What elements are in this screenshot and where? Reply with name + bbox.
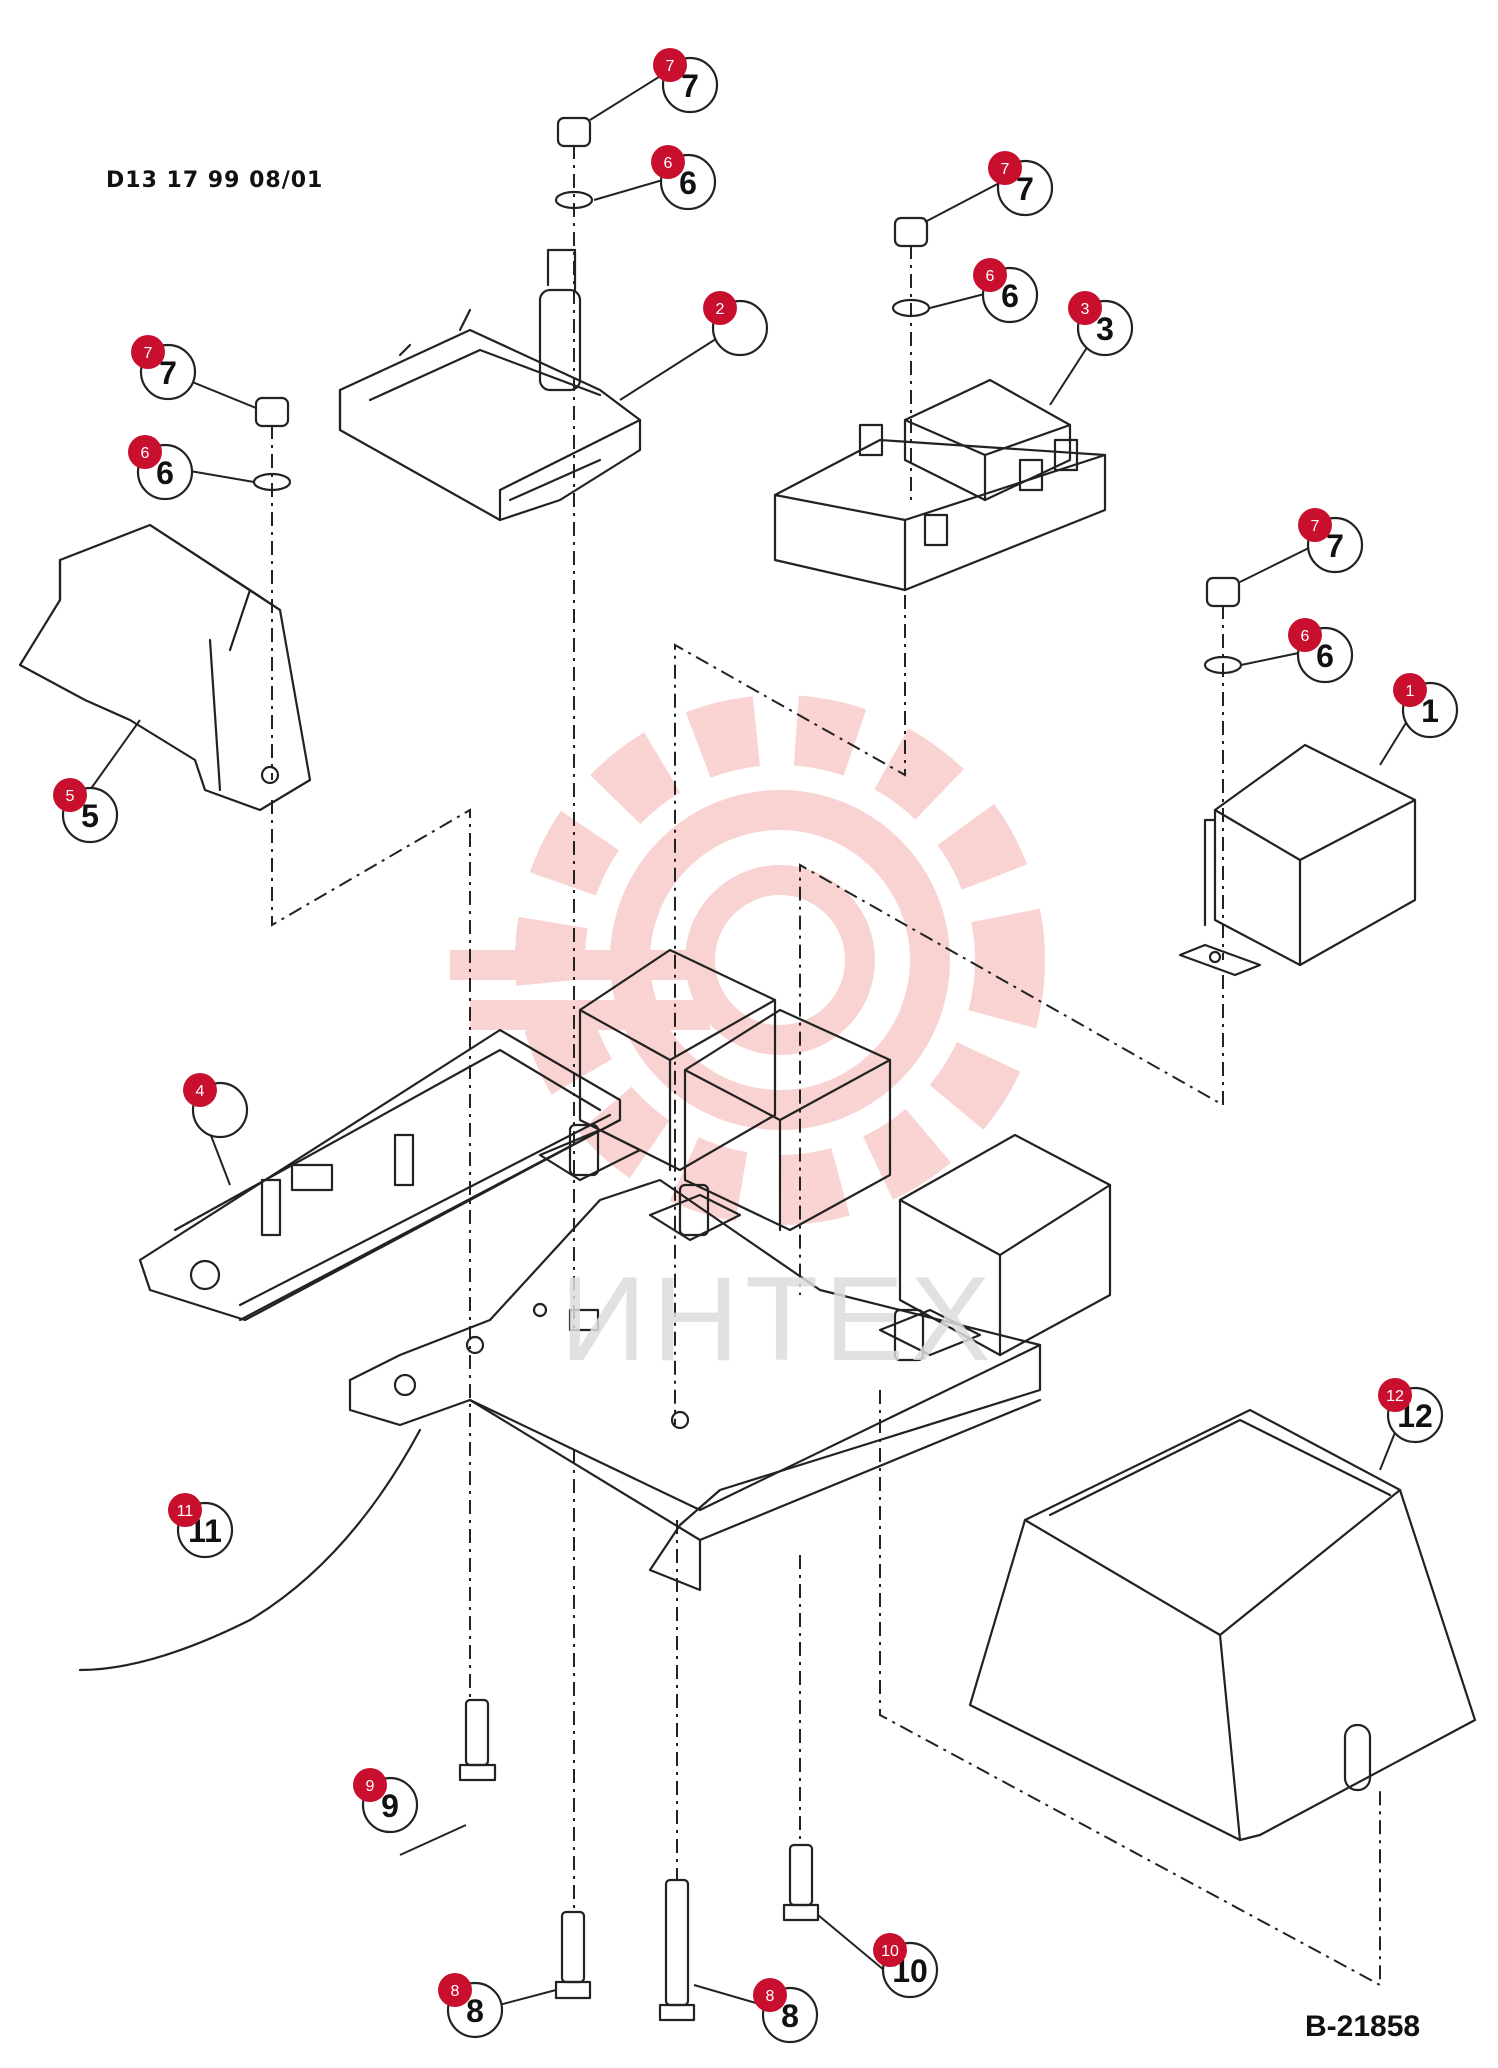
callout-badge bbox=[703, 291, 737, 325]
callout-ref-text: 7 bbox=[1016, 171, 1034, 207]
callout-badge bbox=[1393, 673, 1427, 707]
document-code: D13 17 99 08/01 bbox=[106, 168, 324, 193]
terminal-posts bbox=[538, 1123, 925, 1362]
callout-badge bbox=[168, 1493, 202, 1527]
callout-badge-label: 6 bbox=[986, 268, 995, 285]
callout-badge bbox=[128, 435, 162, 469]
gear-logo-watermark bbox=[450, 695, 1045, 1225]
callout-9: 99 bbox=[353, 1768, 419, 1834]
callout-4: 4 bbox=[183, 1073, 249, 1139]
callout-ref-text: 8 bbox=[466, 1993, 484, 2029]
relay-cube-2 bbox=[683, 1008, 892, 1232]
callout-ref-text: 6 bbox=[156, 455, 174, 491]
callout-badge bbox=[651, 145, 685, 179]
callout-ref-text: 5 bbox=[81, 798, 99, 834]
callout-7: 77 bbox=[653, 48, 719, 114]
callout-badge bbox=[131, 335, 165, 369]
callout-badge bbox=[53, 778, 87, 812]
callout-badge-label: 9 bbox=[366, 1778, 375, 1795]
screw-9 bbox=[458, 1698, 497, 1782]
callout-ref-text: 7 bbox=[681, 68, 699, 104]
callout-7: 77 bbox=[1298, 508, 1364, 574]
callout-badge-label: 6 bbox=[141, 445, 150, 462]
callout-badge-label: 2 bbox=[716, 301, 725, 318]
callout-badge-label: 4 bbox=[196, 1083, 205, 1100]
part-2-module bbox=[338, 248, 642, 522]
callout-badge-label: 5 bbox=[66, 788, 75, 805]
callout-badge-label: 6 bbox=[664, 155, 673, 172]
callout-3: 33 bbox=[1068, 291, 1134, 357]
callout-8: 88 bbox=[438, 1973, 504, 2039]
callout-badge-label: 7 bbox=[144, 345, 153, 362]
callout-badge bbox=[873, 1933, 907, 1967]
callout-ref-text: 1 bbox=[1421, 693, 1439, 729]
callout-badge bbox=[653, 48, 687, 82]
relay-cube-1 bbox=[578, 948, 777, 1172]
callout-ref-text: 6 bbox=[679, 165, 697, 201]
relay-cube-3 bbox=[878, 1133, 1112, 1357]
callout-ref-text: 7 bbox=[1326, 528, 1344, 564]
part-12-protective-cover bbox=[968, 1408, 1477, 1842]
callout-ref-text: 7 bbox=[159, 355, 177, 391]
callout-badge-label: 8 bbox=[451, 1983, 460, 2000]
callout-badge bbox=[353, 1768, 387, 1802]
part-4-mounting-rail bbox=[138, 1028, 622, 1322]
callout-badge bbox=[988, 151, 1022, 185]
callout-6: 66 bbox=[128, 435, 194, 501]
callout-badge-label: 8 bbox=[766, 1988, 775, 2005]
watermark-text: ИНТЕХ bbox=[560, 1252, 997, 1386]
callout-badge-label: 11 bbox=[177, 1503, 194, 1520]
callout-ref-text: 8 bbox=[781, 1998, 799, 2034]
callout-badge-label: 7 bbox=[1311, 518, 1320, 535]
callout-badge-label: 10 bbox=[881, 1943, 899, 1960]
part-5-left-cover bbox=[18, 523, 312, 812]
callout-badge bbox=[1068, 291, 1102, 325]
callout-8: 88 bbox=[753, 1978, 819, 2044]
callout-ref-text: 3 bbox=[1096, 311, 1114, 347]
figure-id: B-21858 bbox=[1305, 2010, 1421, 2043]
callouts: 7766277663377667766115541212111199888810… bbox=[53, 48, 1459, 2044]
callout-7: 77 bbox=[988, 151, 1054, 217]
callout-6: 66 bbox=[1288, 618, 1354, 684]
screw-8-center bbox=[554, 1910, 592, 2000]
callout-ref-text: 6 bbox=[1001, 278, 1019, 314]
callout-badge-label: 7 bbox=[1001, 161, 1010, 178]
callout-badge-label: 1 bbox=[1406, 683, 1415, 700]
callout-badge bbox=[438, 1973, 472, 2007]
part-1-relay-unit bbox=[1178, 743, 1417, 977]
callout-7: 77 bbox=[131, 335, 197, 401]
screw-8-right bbox=[782, 1843, 820, 1922]
callout-ref-text: 9 bbox=[381, 1788, 399, 1824]
part-3-relay-block bbox=[773, 378, 1107, 592]
callout-5: 55 bbox=[53, 778, 119, 844]
callout-6: 66 bbox=[973, 258, 1039, 324]
callout-badge bbox=[183, 1073, 217, 1107]
assembly-lines bbox=[271, 145, 1381, 1987]
callout-2: 2 bbox=[703, 291, 769, 357]
callout-ref-text: 6 bbox=[1316, 638, 1334, 674]
callout-6: 66 bbox=[651, 145, 717, 211]
callout-badge bbox=[1378, 1378, 1412, 1412]
callout-badge bbox=[973, 258, 1007, 292]
callout-1: 11 bbox=[1393, 673, 1459, 739]
callout-badge-label: 6 bbox=[1301, 628, 1310, 645]
callout-badge-label: 3 bbox=[1081, 301, 1090, 318]
callout-badge bbox=[1288, 618, 1322, 652]
callout-badge-label: 7 bbox=[666, 58, 675, 75]
part-11-base-plate bbox=[78, 1178, 1042, 1672]
bolt-10 bbox=[658, 1878, 696, 2022]
callout-badge bbox=[753, 1978, 787, 2012]
callout-badge-label: 12 bbox=[1386, 1388, 1404, 1405]
callout-badge bbox=[1298, 508, 1332, 542]
